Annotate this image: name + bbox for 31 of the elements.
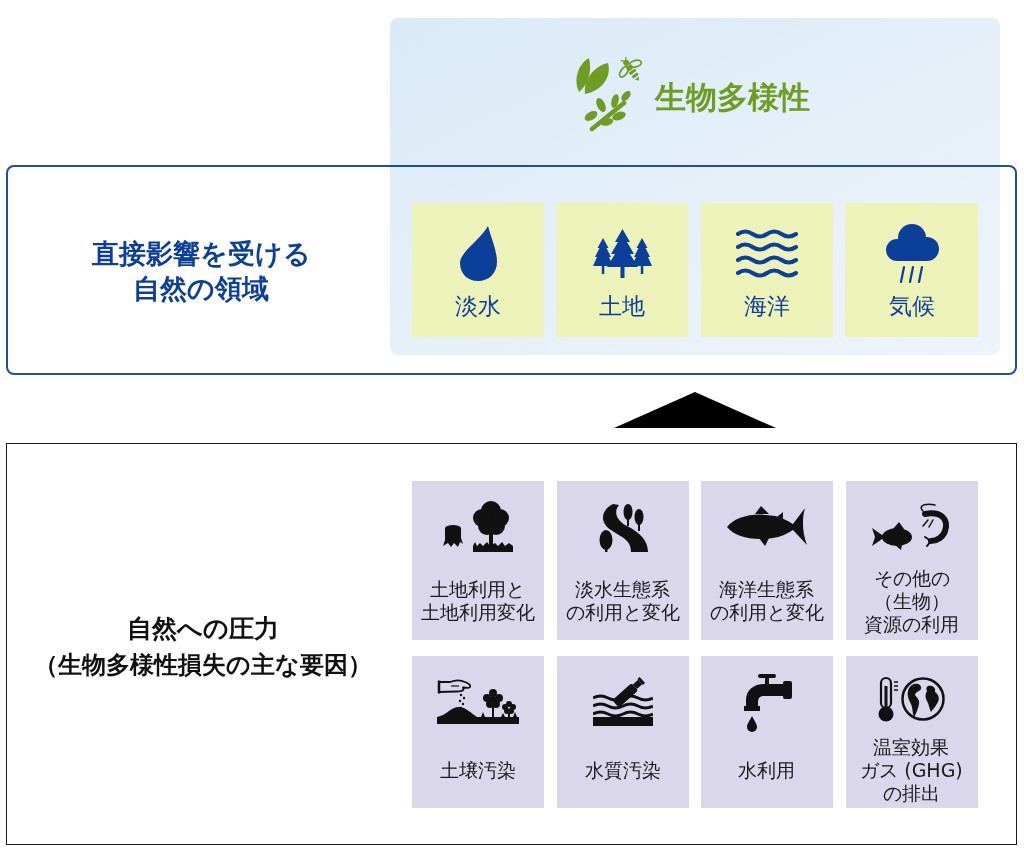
- panel-heading: 生物多様性: [655, 79, 810, 117]
- tile-label: 温室効果ガス (GHG)の排出: [860, 735, 963, 804]
- tile-label: その他の（生物）資源の利用: [864, 566, 959, 635]
- tile-label: 水質汚染: [584, 758, 661, 781]
- frame-heading: 自然への圧力: [126, 612, 279, 645]
- outlined-frame: [6, 443, 1017, 845]
- category-tile: [845, 203, 978, 337]
- category-tile: [556, 655, 689, 808]
- outlined-frame: [6, 165, 1017, 375]
- tile-label: 淡水生態系の利用と変化: [565, 577, 680, 624]
- category-tile: [845, 655, 978, 808]
- tile-label: 土地: [599, 292, 645, 320]
- tile-label: 海洋: [744, 292, 790, 320]
- tile-label: 海洋生態系の利用と変化: [709, 577, 824, 624]
- frame-heading: 直接影響を受ける自然の領域: [91, 237, 311, 306]
- category-tile: [412, 203, 544, 337]
- tile-label: 淡水: [455, 292, 501, 320]
- tile-label: 土地利用と土地利用変化: [420, 577, 535, 624]
- tile-label: 水利用: [738, 758, 795, 781]
- category-tile: [556, 203, 688, 337]
- category-tile: [701, 203, 833, 337]
- category-tile: [411, 655, 544, 808]
- tile-label: 気候: [888, 292, 935, 320]
- category-tile: [556, 480, 689, 640]
- tile-label: 土壌汚染: [439, 758, 516, 781]
- category-tile: [411, 480, 544, 640]
- triangle-arrow: [614, 392, 776, 428]
- category-tile: [700, 480, 833, 640]
- category-tile: [845, 480, 978, 640]
- category-tile: [700, 655, 833, 808]
- frame-subheading: （生物多様性損失の主な要因）: [33, 649, 372, 681]
